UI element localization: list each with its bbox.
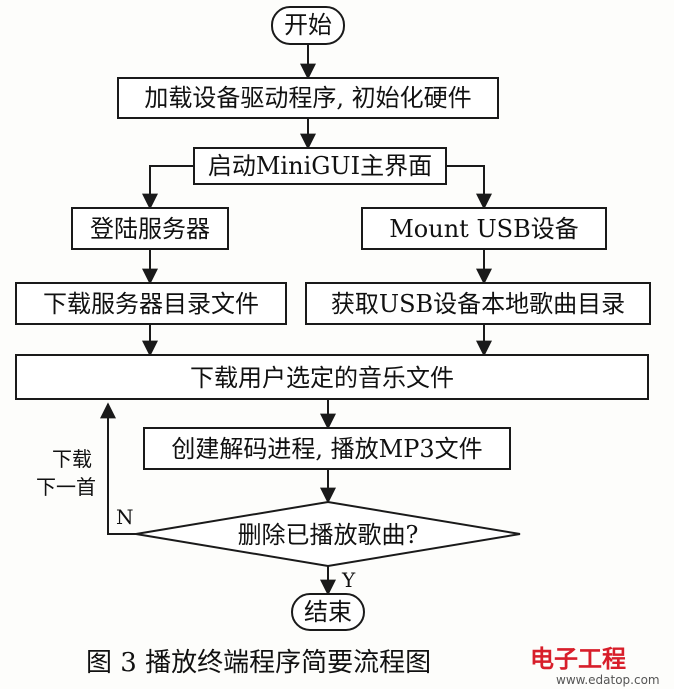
login-server-label: 登陆服务器 bbox=[90, 215, 210, 243]
get-usb-dir-label: 获取USB设备本地歌曲目录 bbox=[331, 290, 625, 318]
figure-caption: 图 3 播放终端程序简要流程图 bbox=[86, 648, 431, 678]
decode-play-box bbox=[143, 427, 511, 470]
end-label: 结束 bbox=[304, 598, 352, 626]
edge-label-yes: Y bbox=[341, 568, 356, 592]
watermark-brand: 电子工程 bbox=[530, 645, 626, 673]
download-server-dir-label: 下载服务器目录文件 bbox=[43, 290, 259, 318]
delete-decision-label: 删除已播放歌曲? bbox=[238, 521, 419, 549]
edge-minigui-to-login bbox=[142, 165, 194, 210]
edge-label-no: N bbox=[116, 505, 134, 529]
next-song-label-line2: 下一首 bbox=[36, 475, 96, 499]
load-drivers-box bbox=[117, 77, 499, 119]
login-server-box bbox=[71, 207, 229, 250]
start-minigui-label: 启动MiniGUI主界面 bbox=[208, 152, 432, 180]
watermark-url: www.edatop.com bbox=[556, 673, 660, 687]
mount-usb-label: Mount USB设备 bbox=[389, 215, 579, 243]
download-selected-box bbox=[15, 354, 649, 400]
download-selected-label: 下载用户选定的音乐文件 bbox=[190, 364, 454, 392]
get-usb-dir-box bbox=[305, 282, 651, 325]
download-server-dir-box bbox=[15, 282, 287, 325]
next-song-label-line1: 下载 bbox=[52, 447, 92, 471]
watermark: 电子工程 www.edatop.com bbox=[530, 645, 660, 687]
start-label: 开始 bbox=[284, 11, 332, 39]
edge-minigui-to-mount bbox=[446, 165, 492, 210]
end-terminator bbox=[291, 593, 365, 631]
delete-decision-diamond bbox=[135, 500, 521, 568]
start-minigui-box bbox=[193, 147, 447, 185]
load-drivers-label: 加载设备驱动程序, 初始化硬件 bbox=[144, 84, 471, 112]
decode-play-label: 创建解码进程, 播放MP3文件 bbox=[171, 435, 482, 463]
mount-usb-box bbox=[361, 207, 607, 250]
edge-decision-no-loop bbox=[100, 402, 136, 535]
start-terminator bbox=[271, 6, 345, 45]
